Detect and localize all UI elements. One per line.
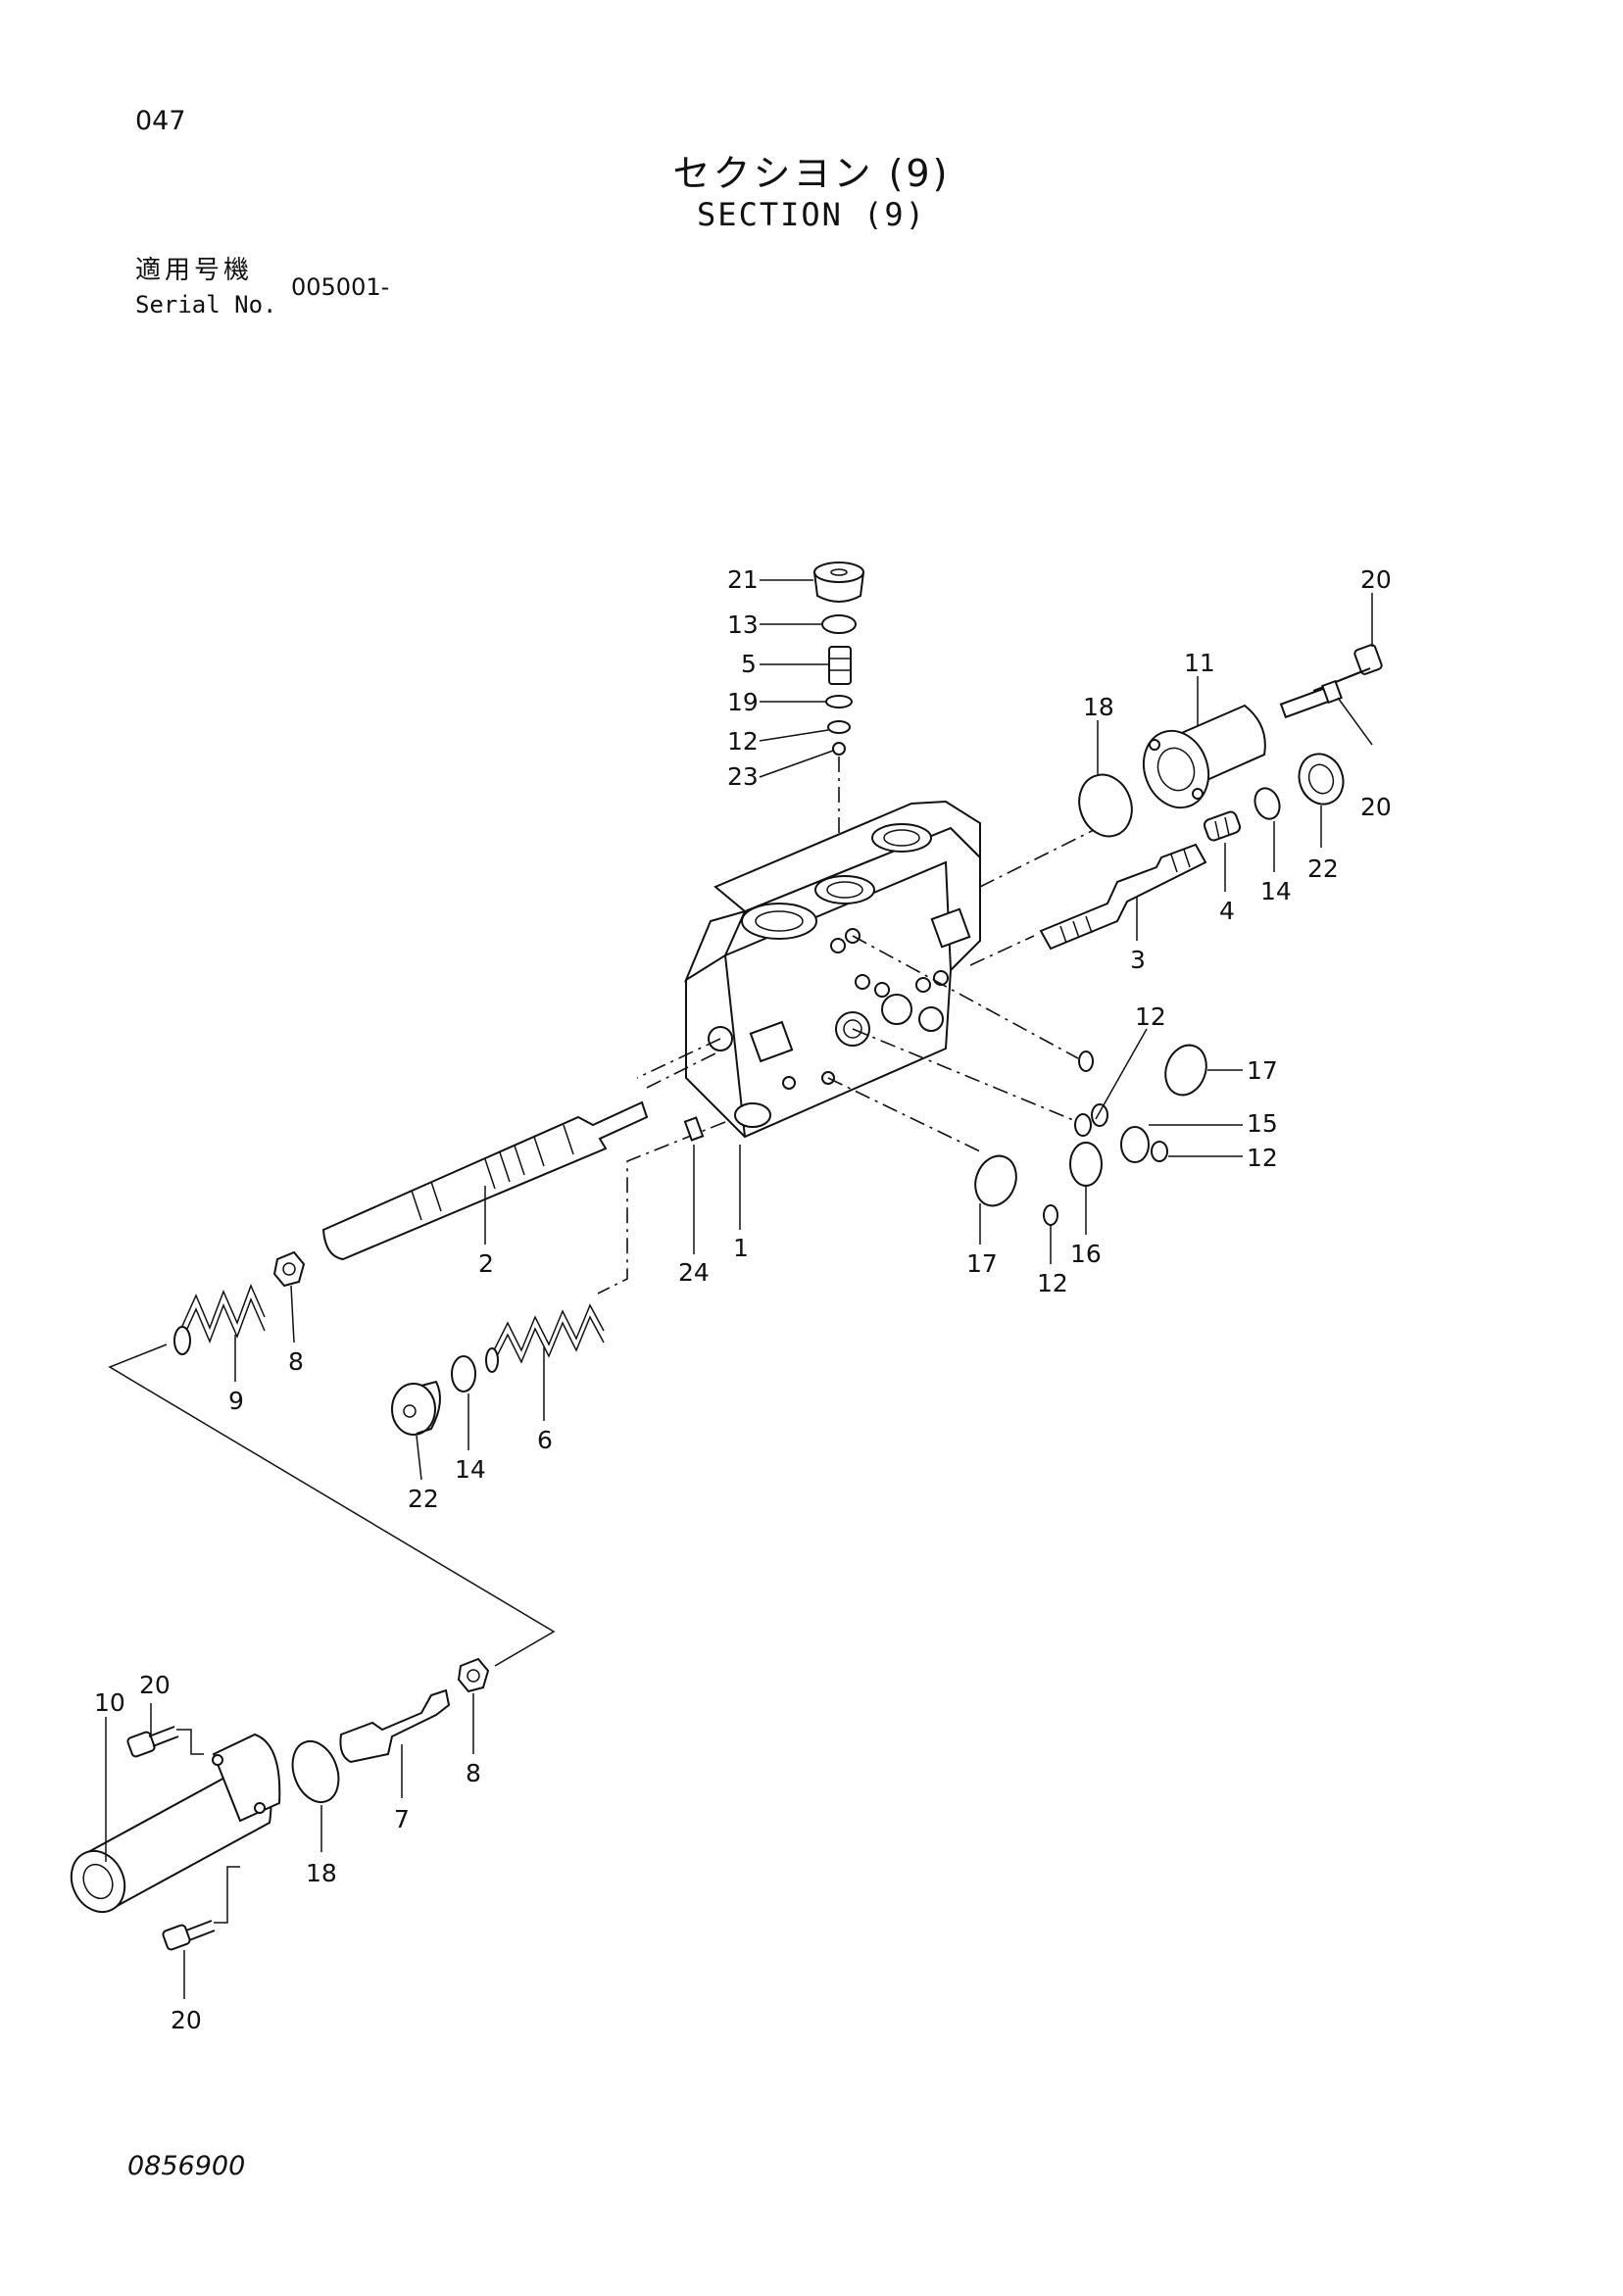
bolt-part-20-lower-a (126, 1726, 179, 1758)
callout-17: 17 (966, 1249, 998, 1278)
callout-labels: 21 13 5 19 12 23 20 11 18 20 22 14 4 3 1… (94, 565, 1392, 2034)
valve-body-part-1 (683, 800, 981, 1139)
serial-number-value: 005001- (291, 273, 390, 301)
callout-18: 18 (306, 1859, 337, 1887)
retainer-part-8-top (272, 1250, 306, 1288)
callout-22: 22 (1307, 855, 1339, 883)
spring-part-6 (485, 1303, 605, 1373)
title-english: SECTION (9) (697, 196, 926, 233)
plug-part-22-right (1298, 753, 1345, 806)
o-ring-part-13 (821, 614, 857, 634)
o-ring-part-17-a (1164, 1044, 1207, 1097)
bolt-part-20-top-a (1312, 644, 1383, 692)
callout-3: 3 (1130, 946, 1146, 974)
callout-12: 12 (1247, 1144, 1278, 1172)
callout-12: 12 (1135, 1002, 1166, 1031)
spring-part-9 (173, 1283, 266, 1355)
callout-14: 14 (455, 1455, 486, 1484)
callout-21: 21 (727, 565, 759, 594)
callout-20: 20 (139, 1671, 171, 1699)
serial-label-japanese: 適用号機 (135, 256, 254, 285)
callout-9: 9 (228, 1387, 244, 1415)
leader-lines (105, 579, 1373, 1999)
callout-20: 20 (1360, 793, 1392, 821)
callout-17: 17 (1247, 1056, 1278, 1085)
o-ring-part-15 (1120, 1126, 1150, 1163)
spring-part-4 (1203, 810, 1242, 842)
callout-8: 8 (288, 1347, 304, 1376)
callout-12: 12 (727, 727, 759, 756)
callout-7: 7 (394, 1805, 410, 1833)
o-ring-part-19 (825, 695, 853, 708)
poppet-part-3 (1039, 843, 1207, 951)
callout-15: 15 (1247, 1109, 1278, 1138)
spool-part-2 (321, 1100, 649, 1261)
setscrew-part-24 (683, 1116, 705, 1142)
callout-16: 16 (1070, 1240, 1102, 1268)
poppet-part-5 (828, 646, 852, 685)
page-number: 047 (135, 106, 186, 136)
plug-part-21 (813, 562, 864, 603)
shaft-part-7 (339, 1688, 451, 1764)
callout-13: 13 (727, 611, 759, 639)
o-ring-part-12-d (1151, 1141, 1168, 1162)
retainer-part-8-lower (457, 1657, 490, 1693)
o-ring-part-12-b (1074, 1113, 1092, 1137)
cover-part-10 (70, 1733, 281, 1914)
callout-6: 6 (537, 1426, 553, 1454)
callout-14: 14 (1260, 877, 1292, 905)
callout-5: 5 (741, 650, 757, 678)
o-ring-part-17-b (974, 1154, 1017, 1207)
title-japanese: セクシヨン (9) (672, 152, 951, 195)
serial-label-english: Serial No. (135, 291, 277, 318)
ball-part-23 (832, 742, 846, 756)
callout-19: 19 (727, 688, 759, 716)
o-ring-part-14-left (451, 1355, 476, 1392)
drawing-number: 0856900 (127, 2151, 246, 2181)
callout-8: 8 (466, 1759, 481, 1787)
callout-11: 11 (1184, 649, 1215, 677)
callout-2: 2 (478, 1249, 494, 1278)
bolt-part-20-top-b (1279, 679, 1343, 719)
bolt-part-20-lower-b (162, 1920, 216, 1951)
o-ring-part-12-c (1091, 1103, 1108, 1127)
o-ring-part-12-top (827, 720, 851, 734)
o-ring-part-14-right (1254, 787, 1281, 820)
o-ring-part-18-lower (291, 1740, 340, 1803)
plug-part-22-left (391, 1380, 441, 1436)
callout-4: 4 (1219, 897, 1235, 925)
callout-23: 23 (727, 762, 759, 791)
callout-1: 1 (733, 1234, 749, 1262)
callout-10: 10 (94, 1688, 125, 1717)
callout-20: 20 (1360, 565, 1392, 594)
callout-24: 24 (678, 1258, 710, 1287)
o-ring-part-12-a (1078, 1050, 1094, 1072)
callout-18: 18 (1083, 693, 1114, 721)
o-ring-part-16 (1069, 1142, 1103, 1187)
cap-part-11 (1142, 704, 1266, 809)
callout-12: 12 (1037, 1269, 1068, 1297)
o-ring-part-12-e (1043, 1204, 1058, 1226)
callout-22: 22 (408, 1485, 439, 1513)
o-ring-part-18-top (1078, 773, 1133, 838)
callout-20: 20 (171, 2006, 202, 2034)
